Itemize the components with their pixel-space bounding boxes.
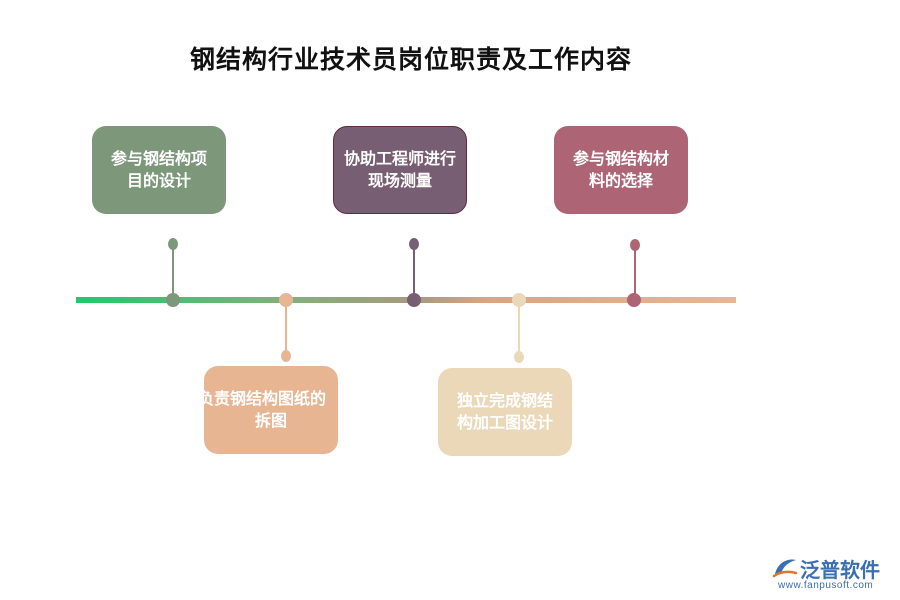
timeline-node-5 [627,293,641,307]
connector-end-1 [168,238,178,250]
item-2-line-1: 负责钢结构图纸的 [204,389,326,408]
item-5-line-2: 料的选择 [588,171,653,190]
item-4-line-1: 独立完成钢结 [456,391,553,410]
logo-url: www.fanpusoft.com [778,580,874,591]
connector-end-2 [281,350,291,362]
connector-5 [634,249,636,294]
connector-1 [172,248,174,294]
timeline-node-1 [166,293,180,307]
item-3-line-2: 现场测量 [367,171,432,190]
connector-4 [518,306,520,352]
item-box-3: 协助工程师进行 现场测量 [333,126,467,214]
timeline-node-2 [279,293,293,307]
item-1-line-2: 目的设计 [126,171,191,190]
timeline-line [76,297,736,303]
connector-end-5 [630,239,640,251]
connector-3 [413,248,415,294]
item-box-1: 参与钢结构项 目的设计 [92,126,226,214]
item-box-5: 参与钢结构材 料的选择 [554,126,688,214]
connector-2 [285,306,287,352]
timeline-node-4 [512,293,526,307]
logo-name: 泛普软件 [800,558,880,582]
item-1-line-1: 参与钢结构项 [110,149,207,168]
item-box-2: 负责钢结构图纸的 拆图 [204,366,338,454]
diagram-title: 钢结构行业技术员岗位职责及工作内容 [189,45,632,74]
fanpu-logo-icon [772,559,798,578]
item-4-line-2: 构加工图设计 [456,413,553,432]
connector-end-4 [514,351,524,363]
timeline-node-3 [407,293,421,307]
item-3-line-1: 协助工程师进行 [343,149,456,168]
connector-end-3 [409,238,419,250]
item-box-4: 独立完成钢结 构加工图设计 [438,368,572,456]
item-2-line-2: 拆图 [254,411,287,430]
company-logo: 泛普软件 www.fanpusoft.com [768,554,890,594]
item-5-line-1: 参与钢结构材 [572,149,669,168]
